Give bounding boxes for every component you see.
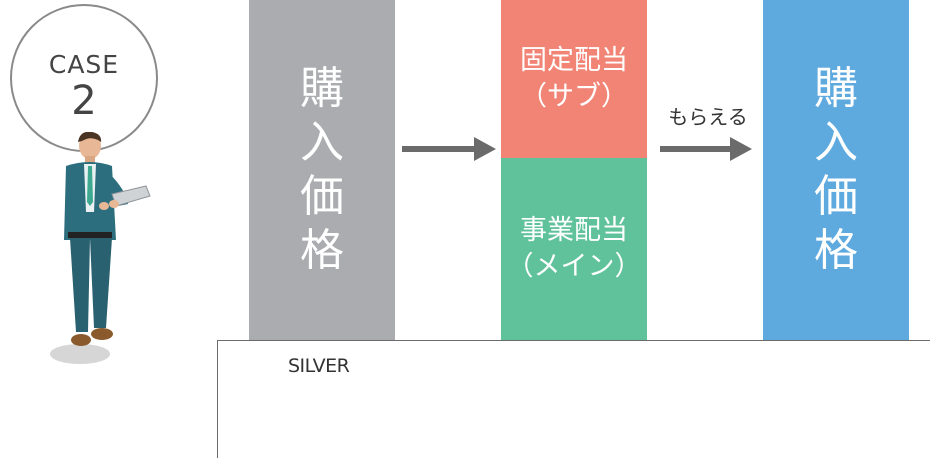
case-badge: CASE 2	[10, 4, 158, 152]
business-dividend-title: 事業配当	[520, 214, 628, 246]
fixed-dividend-subtitle: （サブ）	[520, 81, 628, 112]
business-dividend-subtitle: （メイン）	[506, 251, 642, 282]
receive-label: もらえる	[668, 105, 748, 129]
dividend-column: 固定配当 （サブ） 事業配当 （メイン）	[501, 0, 647, 340]
purchase-price-label: 購入価格	[300, 62, 344, 277]
fixed-dividend-block: 固定配当 （サブ）	[501, 0, 647, 158]
case-number: 2	[71, 78, 97, 124]
purchase-price-column: 購入価格	[249, 0, 395, 340]
panel-tag: SILVER	[288, 355, 350, 377]
case-label: CASE	[48, 50, 120, 79]
result-price-column: 購入価格	[763, 0, 909, 340]
result-price-label: 購入価格	[814, 62, 858, 277]
fixed-dividend-title: 固定配当	[520, 44, 628, 76]
businessman-tablet-icon	[50, 132, 151, 364]
business-dividend-block: 事業配当 （メイン）	[501, 158, 647, 340]
right-arrow-icon	[402, 137, 496, 161]
right-arrow-icon	[660, 137, 752, 161]
bottom-panel: SILVER	[217, 340, 930, 458]
